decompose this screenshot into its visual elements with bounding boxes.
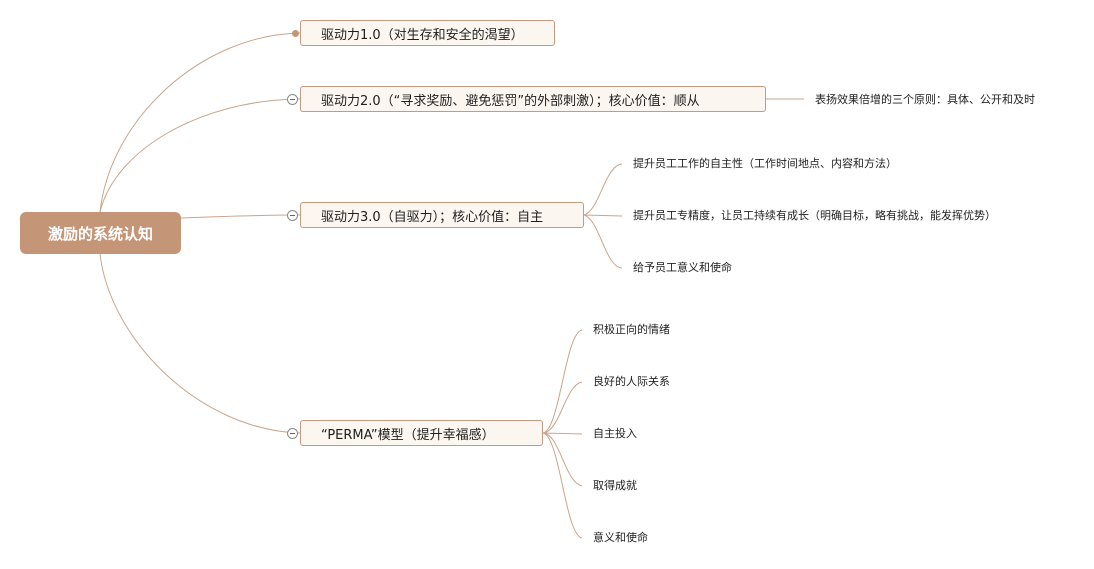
drive-3-child[interactable]: 提升员工工作的自主性（工作时间地点、内容和方法） bbox=[633, 157, 897, 170]
perma-child[interactable]: 良好的人际关系 bbox=[593, 375, 670, 388]
link-root-drive2 bbox=[99, 98, 301, 213]
topic-drive-2-label: 驱动力2.0（“寻求奖励、避免惩罚”的外部刺激）；核心价值：顺从 bbox=[321, 93, 700, 109]
topic-drive-1[interactable]: 驱动力1.0（对生存和安全的渴望） bbox=[300, 20, 555, 46]
perma-child[interactable]: 取得成就 bbox=[593, 479, 637, 492]
perma-child[interactable]: 意义和使命 bbox=[593, 531, 648, 544]
link-perma-child-2 bbox=[542, 381, 583, 434]
link-drive3-child-1 bbox=[583, 163, 623, 216]
drive-3-child[interactable]: 给予员工意义和使命 bbox=[633, 261, 732, 274]
link-perma-child-1 bbox=[542, 329, 583, 434]
drive-3-child[interactable]: 提升员工专精度，让员工持续有成长（明确目标，略有挑战，能发挥优势） bbox=[633, 209, 996, 222]
link-perma-child-3 bbox=[542, 432, 583, 435]
collapse-toggle-icon[interactable] bbox=[287, 428, 298, 439]
link-root-drive1 bbox=[99, 32, 301, 213]
collapse-toggle-icon[interactable] bbox=[287, 94, 298, 105]
topic-drive-1-label: 驱动力1.0（对生存和安全的渴望） bbox=[321, 27, 524, 43]
link-root-perma bbox=[99, 253, 301, 434]
topic-drive-3-label: 驱动力3.0（自驱力）；核心价值：自主 bbox=[321, 209, 544, 225]
root-topic[interactable]: 激励的系统认知 bbox=[20, 212, 181, 254]
connector-dot bbox=[292, 30, 299, 37]
perma-child[interactable]: 自主投入 bbox=[593, 427, 637, 440]
link-perma-child-5 bbox=[542, 432, 583, 539]
link-drive3-child-2 bbox=[583, 214, 623, 217]
topic-drive-3[interactable]: 驱动力3.0（自驱力）；核心价值：自主 bbox=[300, 202, 584, 228]
link-perma-child-4 bbox=[542, 432, 583, 487]
topic-perma[interactable]: “PERMA”模型（提升幸福感） bbox=[300, 420, 543, 446]
link-drive3-child-3 bbox=[583, 214, 623, 269]
link-root-drive3 bbox=[180, 214, 301, 219]
drive-2-child[interactable]: 表扬效果倍增的三个原则：具体、公开和及时 bbox=[815, 93, 1035, 106]
perma-child[interactable]: 积极正向的情绪 bbox=[593, 323, 670, 336]
topic-drive-2[interactable]: 驱动力2.0（“寻求奖励、避免惩罚”的外部刺激）；核心价值：顺从 bbox=[300, 86, 766, 112]
topic-perma-label: “PERMA”模型（提升幸福感） bbox=[321, 427, 495, 443]
collapse-toggle-icon[interactable] bbox=[287, 210, 298, 221]
